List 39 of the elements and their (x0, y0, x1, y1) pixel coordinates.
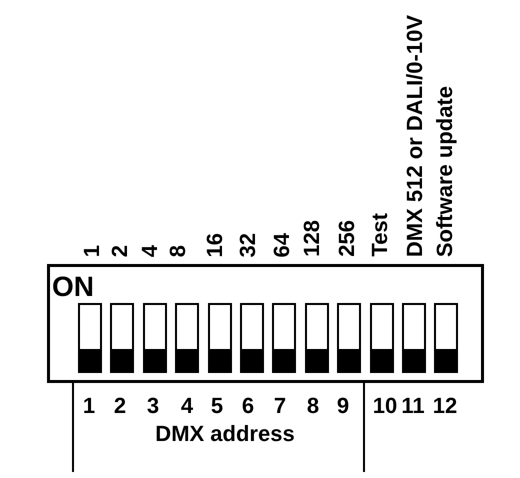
switch-number: 6 (242, 395, 254, 417)
switch-number: 5 (210, 395, 224, 417)
switch-number: 10 (372, 395, 398, 417)
switch-number: 11 (401, 395, 425, 417)
switch-function-label: 256 (336, 220, 358, 257)
dip-switch (110, 303, 134, 373)
on-label: ON (52, 273, 94, 301)
dip-switch (175, 303, 200, 373)
switch-number: 9 (336, 395, 350, 417)
switch-number: 8 (306, 395, 320, 417)
dip-switch (434, 303, 458, 373)
switch-number: 3 (146, 395, 160, 417)
dip-switch (304, 303, 329, 373)
switch-function-label: Test (369, 213, 391, 257)
group-label: DMX address (155, 423, 295, 445)
dip-switch (337, 303, 362, 373)
switch-function-label: Software update (434, 86, 456, 257)
switch-function-label: 128 (301, 220, 323, 257)
switch-number: 1 (82, 395, 96, 417)
switch-number: 7 (274, 395, 286, 417)
dip-switch (240, 303, 264, 373)
dip-switch (208, 303, 232, 373)
switch-number: 2 (114, 395, 126, 417)
switch-number: 4 (180, 395, 194, 417)
switch-function-label: 32 (237, 232, 259, 257)
switch-function-label: 4 (139, 244, 161, 257)
dip-switch (272, 303, 296, 373)
dip-switch (142, 303, 167, 373)
switch-function-label: 64 (271, 232, 293, 257)
switch-function-label: 16 (204, 232, 226, 257)
dip-switch (78, 303, 102, 373)
dip-switch (370, 303, 394, 373)
switch-function-label: 8 (167, 244, 189, 257)
switch-function-label: 1 (81, 244, 103, 257)
dip-switch-body (47, 264, 484, 383)
switch-number: 12 (432, 395, 458, 417)
switch-function-label: 2 (109, 244, 131, 257)
switch-function-label: DMX 512 or DALI/0-10V (404, 14, 426, 257)
dip-switch (402, 303, 426, 373)
